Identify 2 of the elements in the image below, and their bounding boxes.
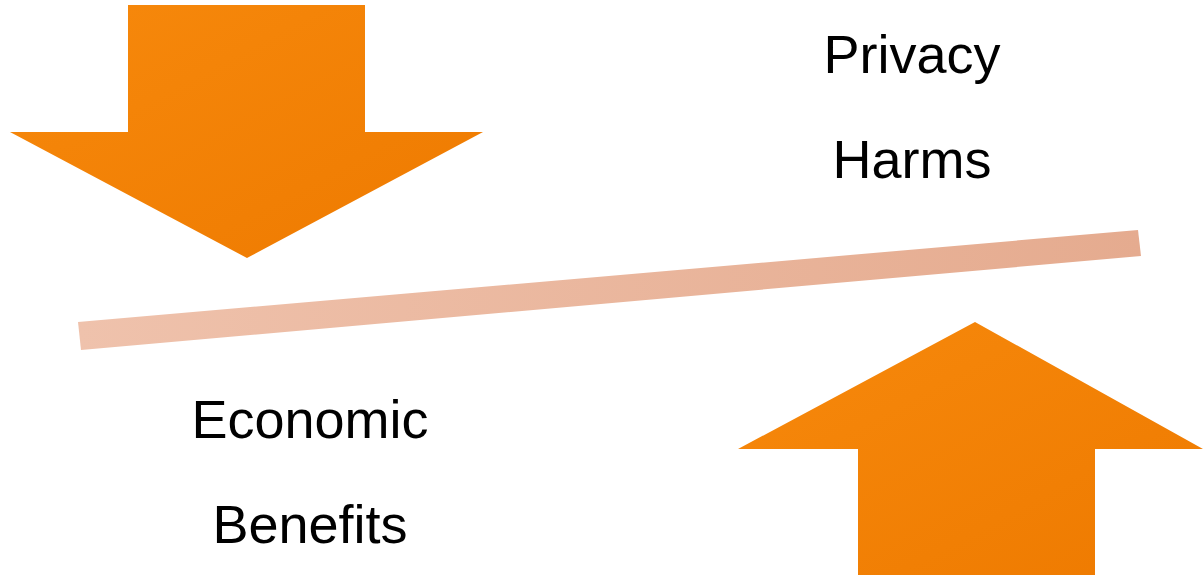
scale-label: Economic Benefits (190, 388, 430, 556)
scale-label: Privacy Harms (822, 23, 1002, 191)
